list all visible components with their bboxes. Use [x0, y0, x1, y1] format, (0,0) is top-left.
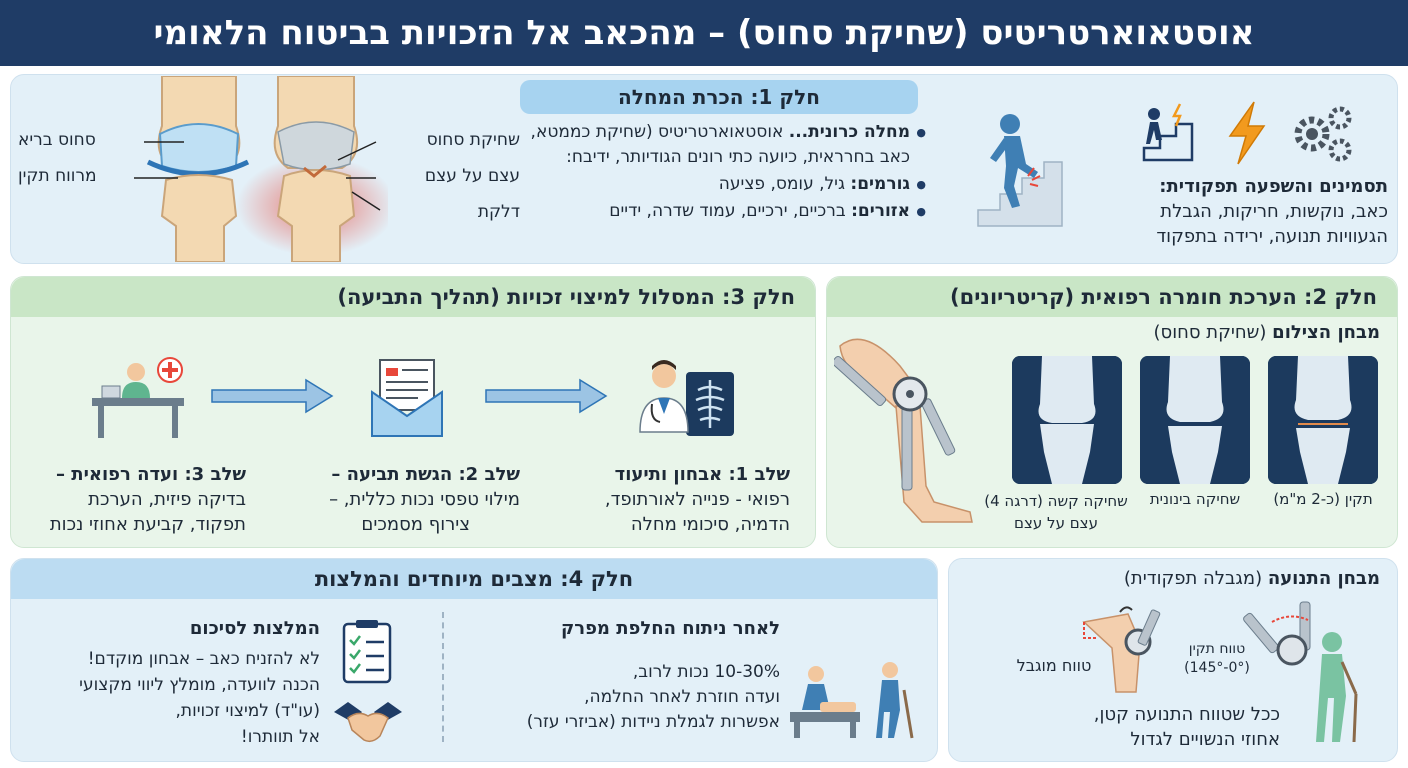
- rec-line2: הכנה לוועדה, מומלץ ליווי מקצועי: [79, 675, 320, 695]
- xray-severe: [1012, 356, 1122, 484]
- recommendations-text: לא להזניח כאב – אבחון מוקדם! הכנה לוועדה…: [18, 646, 320, 750]
- imaging-title-bold: מבחן הצילום: [1272, 322, 1380, 343]
- label-inflammation: דלקת: [477, 202, 520, 222]
- leg-goniometer-illustration: [834, 338, 973, 523]
- part4-header: חלק 4: מצבים מיוחדים והמלצות: [11, 559, 937, 599]
- causes-label: גורמים:: [850, 174, 910, 194]
- step1-line2: הדמיה, סיכומי מחלה: [630, 514, 790, 535]
- xray-normal: [1268, 356, 1378, 484]
- xray-normal-label: תקין (כ-2 מ"מ): [1273, 490, 1373, 508]
- xray-severe-label: שחיקה קשה (דרגה 4) עצם על עצם: [976, 490, 1136, 534]
- label-healthy-cartilage: סחוס בריא: [18, 130, 96, 150]
- step1-title: שלב 1: אבחון ותיעוד: [614, 464, 790, 485]
- surgery-line1: 10-30% נכות לרוב,: [632, 662, 780, 682]
- bullet-chronic: מחלה כרונית... אוסטאוארטריטיס (שחיקת כממ…: [530, 120, 926, 170]
- stairs-pain-icon: [977, 114, 1063, 227]
- label-normal-space: מרווח תקין: [18, 166, 97, 186]
- chronic-label: מחלה כרונית...: [788, 122, 910, 142]
- label-cartilage-wear: שחיקת סחוס: [426, 130, 520, 150]
- step1-block: שלב 1: אבחון ותיעוד רפואי - פנייה לאורתו…: [570, 462, 790, 537]
- part1-header: חלק 1: הכרת המחלה: [520, 80, 918, 114]
- chronic-text: אוסטאוארטריטיס (שחיקת כממטא, כאב בחרראית…: [530, 122, 910, 167]
- medical-committee-icon: [92, 357, 184, 438]
- doctor-xray-icon: [639, 360, 734, 436]
- part2-header: חלק 2: הערכת חומרה רפואית (קריטריונים): [827, 277, 1397, 317]
- lightning-icon: [1228, 101, 1266, 165]
- limited-knee-icon: [1082, 606, 1161, 693]
- motion-title-bold: מבחן התנועה: [1267, 568, 1380, 589]
- rec-line1: לא להזניח כאב – אבחון מוקדם!: [87, 649, 320, 669]
- pointer-line: [351, 191, 381, 211]
- motion-title-rest: (מגבלה תפקודית): [1123, 568, 1268, 589]
- part3-header: חלק 3: המסלול למיצוי זכויות (תהליך התביע…: [11, 277, 815, 317]
- motion-test-title: מבחן התנועה (מגבלה תפקודית): [1050, 568, 1380, 589]
- page-title: אוסטאוארטריטיס (שחיקת סחוס) – מהכאב אל ה…: [0, 0, 1408, 66]
- handshake-icon: [334, 702, 402, 743]
- step3-line1: בדיקה פיזית, הערכת: [88, 489, 246, 510]
- step3-block: שלב 3: ועדה רפואית – בדיקה פיזית, הערכת …: [26, 462, 246, 537]
- xray-severe-line2: עצם על עצם: [1014, 514, 1098, 532]
- motion-conclusion-line2: אחוזי הנשויים לגדול: [1130, 729, 1280, 750]
- areas-label: אזורים:: [851, 201, 910, 221]
- walking-goniometer-icon: [1243, 601, 1358, 743]
- motion-conclusion-line1: ככל שטווח התנועה קטן,: [1093, 704, 1280, 725]
- part4-divider: [442, 612, 444, 742]
- part1-bullets: מחלה כרונית... אוסטאוארטריטיס (שחיקת כממ…: [530, 120, 926, 224]
- tibia-healthy: [160, 174, 238, 262]
- symptoms-title: תסמינים והשפעה תפקודית:: [1159, 176, 1388, 197]
- imaging-title-rest: (שחיקת סחוס): [1153, 322, 1273, 343]
- flow-arrow: [211, 378, 334, 414]
- flow-arrow: [485, 378, 608, 414]
- checklist-icon: [342, 620, 392, 684]
- xray-severe-line1: שחיקה קשה (דרגה 4): [984, 492, 1128, 510]
- gears-icon: [1294, 106, 1352, 162]
- symptoms-line2: הגעוויות תנועה, ירידה בתפקוד: [1156, 226, 1388, 247]
- step3-title: שלב 3: ועדה רפואית –: [56, 464, 246, 485]
- surgery-title: לאחר ניתוח החלפת מפרק: [560, 618, 780, 639]
- symptoms-line1: כאב, נוקשות, חריקות, הגבלת: [1160, 201, 1388, 222]
- step2-line1: מילוי טפסי נכות כללית, –: [329, 489, 520, 510]
- normal-range-line1: טווח תקין: [1188, 641, 1246, 657]
- bullet-areas: אזורים: ברכיים, ירכיים, עמוד שדרה, ידיים: [530, 199, 926, 224]
- surgery-text: 10-30% נכות לרוב, ועדה חוזרת לאחר החלמה,…: [470, 660, 780, 735]
- step2-line2: צירוף מסמכים: [361, 514, 470, 535]
- normal-range-line2: (0°-145°): [1184, 660, 1250, 676]
- step3-line2: תפקוד, קביעת אחוזי נכות: [49, 514, 246, 535]
- pointer-line: [337, 141, 377, 161]
- worn-cartilage: [277, 121, 355, 171]
- normal-range-label: טווח תקין (0°-145°): [1172, 640, 1262, 678]
- surgery-line2: ועדה חוזרת לאחר החלמה,: [584, 687, 780, 707]
- bullet-causes: גורמים: גיל, עומס, פציעה: [530, 172, 926, 197]
- rec-line4: אל תוותרו!: [240, 727, 320, 747]
- healthy-cartilage: [158, 123, 240, 173]
- limited-range-label: טווח מוגבל: [1016, 656, 1092, 675]
- symptoms-block: תסמינים והשפעה תפקודית: כאב, נוקשות, חרי…: [1108, 174, 1388, 249]
- step1-line1: רפואי - פנייה לאורתופד,: [604, 489, 790, 510]
- step2-block: שלב 2: הגשת תביעה – מילוי טפסי נכות כללי…: [296, 462, 520, 537]
- causes-text: גיל, עומס, פציעה: [718, 174, 851, 194]
- rec-line3: (עו"ד) למיצוי זכויות,: [175, 701, 321, 721]
- motion-conclusion: ככל שטווח התנועה קטן, אחוזי הנשויים לגדו…: [1020, 702, 1280, 752]
- claim-envelope-icon: [371, 359, 443, 437]
- surgery-line3: אפשרות לגמלת ניידות (אביזרי עזר): [526, 712, 780, 732]
- xray-moderate: [1140, 356, 1250, 484]
- bone-spur: [303, 164, 327, 178]
- step2-title: שלב 2: הגשת תביעה –: [331, 464, 520, 485]
- label-bone-on-bone: עצם על עצם: [424, 166, 520, 186]
- areas-text: ברכיים, ירכיים, עמוד שדרה, ידיים: [609, 201, 852, 221]
- knee-comparison-illustration: [134, 76, 388, 262]
- recommendations-title: המלצות לסיכום: [189, 618, 320, 639]
- xray-moderate-label: שחיקה בינונית: [1149, 490, 1241, 508]
- stairs-climber-icon: [1142, 103, 1194, 162]
- imaging-test-title: מבחן הצילום (שחיקת סחוס): [1050, 322, 1381, 343]
- tibia-diseased: [276, 169, 356, 262]
- rehab-patients-icon: [790, 662, 914, 739]
- joint-space: [146, 159, 250, 177]
